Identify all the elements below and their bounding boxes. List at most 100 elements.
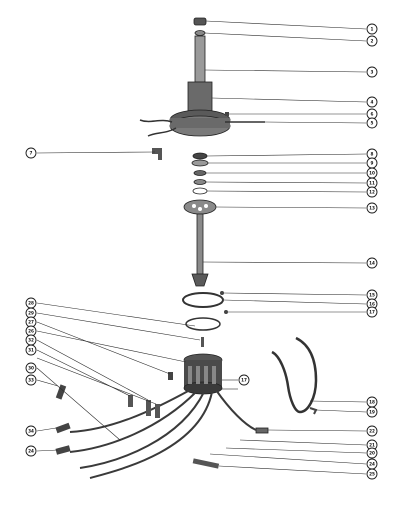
part-clip xyxy=(152,148,162,160)
svg-text:9: 9 xyxy=(371,161,374,166)
parts-illustration xyxy=(55,17,318,479)
part-22-connector xyxy=(255,427,269,434)
svg-text:11: 11 xyxy=(369,181,375,186)
svg-text:32: 32 xyxy=(28,338,34,343)
svg-text:6: 6 xyxy=(371,112,374,117)
callout-30: 30 xyxy=(25,362,37,374)
callout-31: 31 xyxy=(25,344,37,356)
svg-text:24: 24 xyxy=(28,449,34,454)
part-sleeve-31 xyxy=(128,395,133,407)
svg-text:26: 26 xyxy=(28,329,34,334)
part-spark-wire-5 xyxy=(215,389,257,431)
svg-text:31: 31 xyxy=(28,348,34,353)
callout-20: 20 xyxy=(366,447,378,459)
svg-text:15: 15 xyxy=(369,293,375,298)
callout-7: 7 xyxy=(25,147,37,159)
svg-text:2: 2 xyxy=(371,39,374,44)
svg-text:7: 7 xyxy=(30,151,33,156)
part-pin xyxy=(201,337,204,347)
svg-text:14: 14 xyxy=(369,261,375,266)
callout-1: 1 xyxy=(366,23,378,35)
svg-text:27: 27 xyxy=(28,320,34,325)
part-nut xyxy=(193,17,207,26)
callout-17-b: 17 xyxy=(238,374,250,386)
svg-text:16: 16 xyxy=(369,302,375,307)
callout-33: 33 xyxy=(25,374,37,386)
callout-12: 12 xyxy=(366,186,378,198)
svg-text:4: 4 xyxy=(371,100,374,105)
part-boot-34 xyxy=(55,422,71,434)
callout-5: 5 xyxy=(366,117,378,129)
part-spark-wire-2 xyxy=(69,391,197,453)
part-19-terminal xyxy=(309,407,318,415)
svg-text:29: 29 xyxy=(28,311,34,316)
part-washer-top xyxy=(194,30,206,36)
svg-text:21: 21 xyxy=(369,443,375,448)
callout-26: 26 xyxy=(25,325,37,337)
callouts-right: 1 2 3 4 6 5 8 9 10 11 12 13 14 15 16 17 … xyxy=(238,23,378,480)
part-long-wire xyxy=(271,336,318,414)
callout-29: 29 xyxy=(25,307,37,319)
svg-text:12: 12 xyxy=(369,190,375,195)
callout-22: 22 xyxy=(366,425,378,437)
svg-text:30: 30 xyxy=(28,366,34,371)
svg-text:1: 1 xyxy=(371,27,374,32)
part-ring-12 xyxy=(192,187,208,195)
callout-10: 10 xyxy=(366,167,378,179)
callout-6: 6 xyxy=(366,108,378,120)
callout-15: 15 xyxy=(366,289,378,301)
callout-19: 19 xyxy=(366,406,378,418)
svg-text:8: 8 xyxy=(371,152,374,157)
svg-text:20: 20 xyxy=(369,451,375,456)
svg-text:5: 5 xyxy=(371,121,374,126)
callout-32: 32 xyxy=(25,334,37,346)
part-distributor-cap xyxy=(183,353,223,395)
part-bearing xyxy=(192,152,208,160)
part-10 xyxy=(193,170,207,176)
part-washer-9 xyxy=(191,159,209,167)
part-grommet-bar xyxy=(192,458,220,469)
part-housing xyxy=(169,81,231,137)
part-boot-24 xyxy=(55,445,71,455)
svg-text:13: 13 xyxy=(369,206,375,211)
callout-13: 13 xyxy=(366,202,378,214)
svg-text:10: 10 xyxy=(369,171,375,176)
part-lower-shaft xyxy=(191,213,209,287)
part-11 xyxy=(193,179,207,185)
part-spark-wire-3 xyxy=(79,391,205,469)
callout-25: 25 xyxy=(366,468,378,480)
part-upper-shaft xyxy=(194,35,206,83)
svg-text:22: 22 xyxy=(369,429,375,434)
callout-34: 34 xyxy=(25,425,37,437)
part-spark-wire-1 xyxy=(69,389,191,433)
svg-text:25: 25 xyxy=(369,472,375,477)
callout-18: 18 xyxy=(366,396,378,408)
svg-text:28: 28 xyxy=(28,301,34,306)
callout-3: 3 xyxy=(366,66,378,78)
part-clamp xyxy=(182,292,224,308)
callout-4: 4 xyxy=(366,96,378,108)
callout-8: 8 xyxy=(366,148,378,160)
callout-14: 14 xyxy=(366,257,378,269)
svg-text:17: 17 xyxy=(241,378,247,383)
callout-11: 11 xyxy=(366,177,378,189)
callouts-left: 7 28 29 27 26 32 31 30 33 34 24 xyxy=(25,147,37,457)
svg-text:34: 34 xyxy=(28,429,34,434)
part-17-top xyxy=(224,310,228,314)
svg-text:24: 24 xyxy=(369,462,375,467)
part-o-ring xyxy=(185,317,221,331)
callout-24-right: 24 xyxy=(366,458,378,470)
callout-17-a: 17 xyxy=(366,306,378,318)
part-spark-wire-4 xyxy=(89,391,213,479)
part-rotor-disc xyxy=(183,199,217,215)
part-sleeve-30b xyxy=(155,404,160,418)
callout-21: 21 xyxy=(366,439,378,451)
part-15 xyxy=(220,291,224,295)
callout-2: 2 xyxy=(366,35,378,47)
callout-24-left: 24 xyxy=(25,445,37,457)
svg-text:3: 3 xyxy=(371,70,374,75)
svg-text:17: 17 xyxy=(369,310,375,315)
callout-27: 27 xyxy=(25,316,37,328)
part-housing-wires xyxy=(139,119,173,123)
